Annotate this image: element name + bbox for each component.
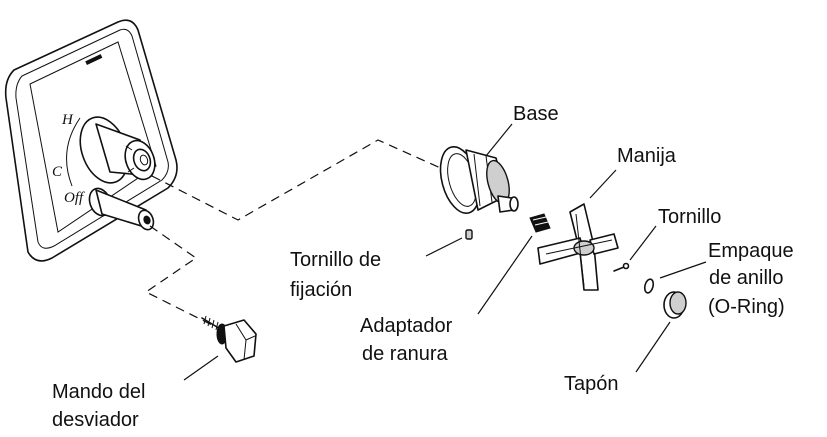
temperature-dial: H C Off [52,112,85,206]
label-base: Base [513,103,559,125]
label-manija: Manija [617,145,677,167]
label-empaque-line3: (O-Ring) [708,296,785,318]
assembly-lines [144,139,446,329]
leader-lines [183,123,707,381]
label-empaque-line1: Empaque [708,240,794,262]
diverter-knob-part [201,315,257,363]
part-labels: Base Manija Tornillo Empaque de anillo (… [52,103,794,431]
o-ring-part [643,278,655,294]
label-mando-line1: Mando del [52,381,145,403]
leader-adaptador [477,235,533,315]
leader-manija [589,169,617,199]
label-tornillo: Tornillo [658,206,721,228]
leader-empaque [659,261,707,279]
dial-off-label: Off [64,190,85,206]
leader-mando [183,355,219,381]
handle-screw-part [613,262,630,272]
label-mando-line2: desviador [52,409,139,431]
diverter-assembly-line [144,225,219,329]
set-screw-part [465,229,473,240]
base-assembly-line [151,139,446,221]
leader-tornillo [629,225,657,261]
label-tornillo-fijacion-line1: Tornillo de [290,249,381,271]
leader-tapon [635,321,671,373]
brand-logo [85,54,103,65]
label-tornillo-fijacion-line2: fijación [290,279,352,301]
splined-adapter-part [529,213,551,233]
leader-tornillo-fijacion [425,237,463,257]
dial-hot-label: H [61,112,74,128]
cap-part [663,291,687,319]
leader-base [485,123,513,157]
diverter-stem [88,187,155,231]
cross-handle-part [537,203,619,291]
base-part [439,146,519,214]
label-adaptador-line2: de ranura [362,343,448,365]
label-adaptador-line1: Adaptador [360,315,453,337]
label-tapon: Tapón [564,373,619,395]
label-empaque-line2: de anillo [709,267,784,289]
dial-cold-label: C [52,164,63,180]
